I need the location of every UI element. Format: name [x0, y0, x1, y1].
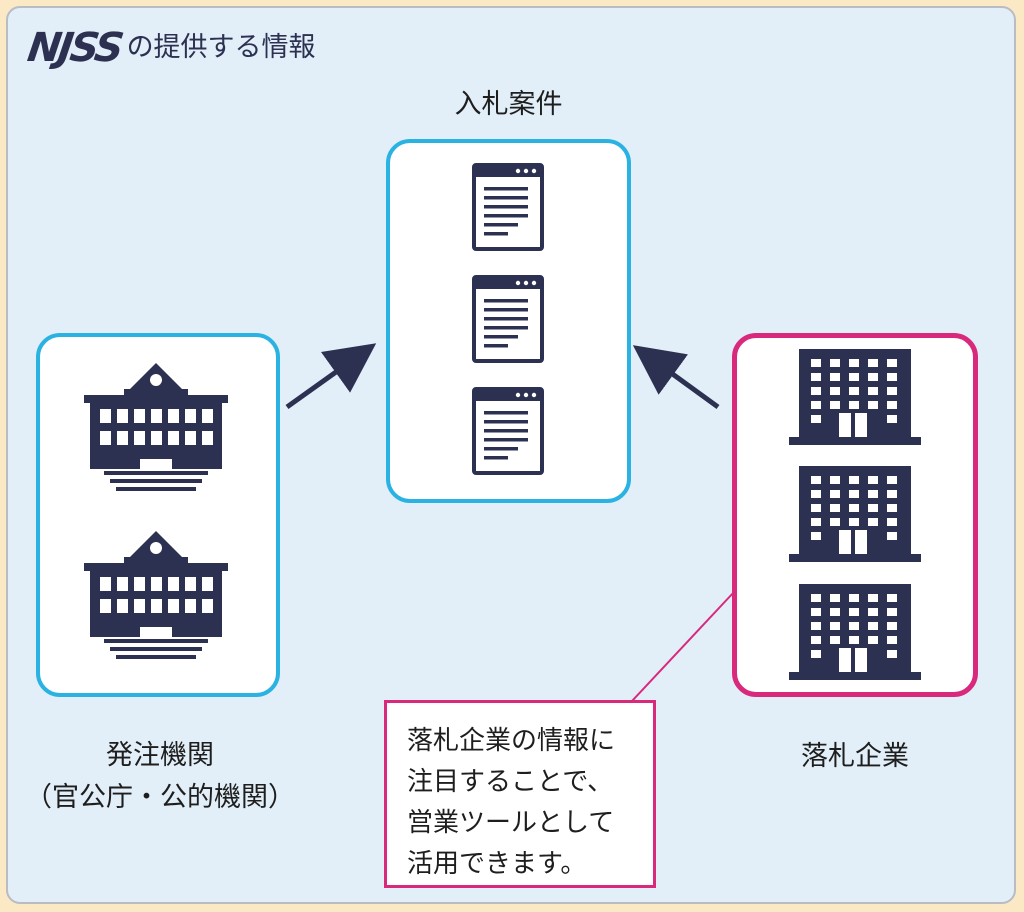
winning-companies-icons: [789, 349, 921, 680]
callout-line: 注目することで、: [407, 767, 614, 797]
callout-line: 落札企業の情報に: [407, 726, 616, 756]
ordering-agencies-icons: [84, 363, 228, 659]
bid-cases-icons: [472, 163, 544, 475]
office-building-icon: [789, 466, 921, 562]
arrow-left-to-center: [285, 343, 377, 410]
callout-box: 落札企業の情報に 注目することで、 営業ツールとして 活用できます。: [384, 700, 656, 888]
header-title: の提供する情報: [126, 32, 316, 63]
ordering-agencies-box: [36, 333, 280, 697]
arrow-right-to-center: [632, 345, 720, 410]
callout-line: 活用できます。: [407, 849, 587, 879]
diagram-header: NJSS の提供する情報: [25, 25, 316, 71]
callout-line: 営業ツールとして: [407, 808, 615, 838]
ordering-agencies-label: 発注機関: [106, 740, 214, 771]
document-icon: [472, 163, 544, 251]
bid-cases-label: 入札案件: [454, 89, 563, 120]
document-icon: [472, 275, 544, 363]
bid-cases-box: [386, 139, 631, 503]
office-building-icon: [789, 349, 921, 445]
office-building-icon: [789, 584, 921, 680]
government-building-icon: [84, 531, 228, 659]
winning-companies-label: 落札企業: [801, 741, 909, 772]
government-building-icon: [84, 363, 228, 491]
document-icon: [472, 387, 544, 475]
callout-pointer: [631, 591, 735, 702]
ordering-agencies-sublabel: （官公庁・公的機関）: [25, 782, 295, 813]
winning-companies-box: [732, 333, 978, 697]
